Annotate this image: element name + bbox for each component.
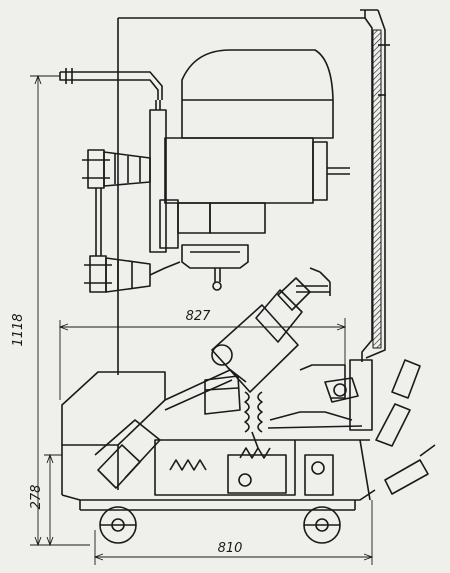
height-dimension-line xyxy=(30,74,90,547)
top-handle xyxy=(59,68,163,100)
upper-spindle xyxy=(82,149,151,189)
height-label: 1118 xyxy=(11,313,26,346)
clamp-mechanism xyxy=(267,359,373,431)
hopper-bin xyxy=(61,369,233,495)
gearbox-linkage xyxy=(181,244,249,291)
length-dimension-line xyxy=(93,500,374,565)
length-label: 810 xyxy=(218,541,243,556)
front-wheel xyxy=(99,506,137,544)
base-height-label: 278 xyxy=(29,485,44,510)
width-dimension-line xyxy=(58,318,347,400)
tilted-motor xyxy=(211,267,331,393)
chassis-base xyxy=(61,489,376,511)
width-label: 827 xyxy=(186,309,212,324)
vertical-shaft xyxy=(149,100,179,253)
lower-bay xyxy=(154,439,371,501)
lower-spindle xyxy=(84,188,181,293)
rear-wheel xyxy=(303,506,341,544)
cabinet-frame xyxy=(117,9,390,375)
motor-housing xyxy=(164,49,350,234)
base-height-dimension-line xyxy=(44,453,62,547)
work-head xyxy=(204,375,263,449)
pivot-blades xyxy=(375,359,436,495)
